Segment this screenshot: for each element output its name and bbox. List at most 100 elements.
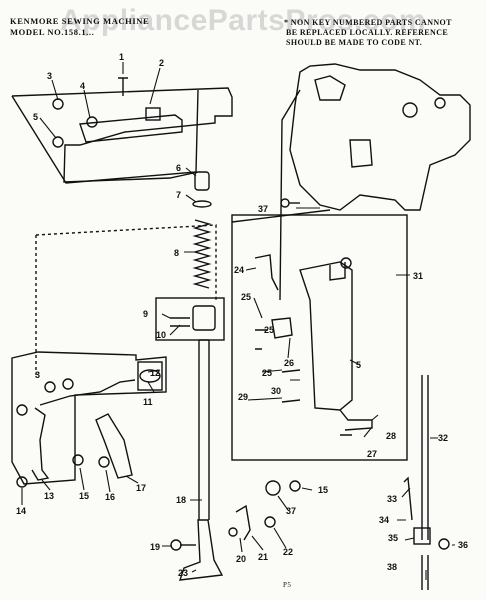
callout-14: 14 bbox=[16, 506, 26, 516]
part-1-screw bbox=[118, 77, 128, 96]
part-21-lever bbox=[235, 504, 251, 541]
callout-1: 1 bbox=[119, 52, 124, 62]
part-2-slide bbox=[79, 114, 183, 143]
callout-4: 4 bbox=[80, 81, 85, 91]
callout-5b: 5 bbox=[356, 360, 361, 370]
part-38-stud bbox=[421, 555, 429, 590]
note-line-3: SHOULD BE MADE TO CODE NT. bbox=[286, 38, 423, 47]
washer-left bbox=[16, 404, 28, 416]
part-2-knob bbox=[145, 107, 161, 121]
box-9 bbox=[155, 297, 225, 341]
callout-15b: 15 bbox=[318, 485, 328, 495]
part-3-washer-top bbox=[52, 98, 64, 110]
part-15-washer bbox=[72, 454, 84, 466]
part-5-washer bbox=[52, 136, 64, 148]
callout-22: 22 bbox=[283, 547, 293, 557]
dashed-connector-a bbox=[35, 224, 217, 300]
callout-20: 20 bbox=[236, 554, 246, 564]
callout-37: 37 bbox=[258, 204, 268, 214]
part-12-bushing bbox=[139, 369, 161, 383]
casting-detail-a bbox=[314, 75, 346, 101]
callout-2: 2 bbox=[159, 58, 164, 68]
callout-5: 5 bbox=[33, 112, 38, 122]
casting-hole bbox=[434, 97, 446, 109]
callout-11: 11 bbox=[143, 397, 153, 407]
callout-24: 24 bbox=[234, 265, 244, 275]
callout-25: 25 bbox=[241, 292, 251, 302]
part-16-washer bbox=[98, 456, 110, 468]
callout-3: 3 bbox=[47, 71, 52, 81]
page-mark: P5 bbox=[283, 581, 292, 589]
box-31-screws bbox=[255, 329, 352, 436]
part-19-head bbox=[170, 539, 182, 551]
title-line-1: KENMORE SEWING MACHINE bbox=[10, 16, 150, 26]
callout-6: 6 bbox=[176, 163, 181, 173]
part-13-lever bbox=[31, 407, 50, 481]
callout-28: 28 bbox=[386, 431, 396, 441]
callout-9: 9 bbox=[143, 309, 148, 319]
part-26-lever bbox=[271, 317, 293, 339]
part-23-presser-foot bbox=[178, 519, 224, 581]
callout-17: 17 bbox=[136, 483, 146, 493]
part-10-screws bbox=[170, 317, 190, 327]
callout-35: 35 bbox=[388, 533, 398, 543]
machine-casting bbox=[289, 63, 471, 211]
callout-36: 36 bbox=[458, 540, 468, 550]
part-18-needle-bar bbox=[198, 340, 210, 520]
callout-23: 23 bbox=[178, 568, 188, 578]
part-9-clamp bbox=[192, 305, 216, 331]
part-22-washer bbox=[264, 516, 276, 528]
part-7-washer bbox=[192, 200, 212, 208]
callout-15: 15 bbox=[79, 491, 89, 501]
box-31 bbox=[231, 214, 408, 461]
callout-31: 31 bbox=[413, 271, 423, 281]
callout-27: 27 bbox=[367, 449, 377, 459]
top-box bbox=[11, 89, 199, 184]
callout-30: 30 bbox=[271, 386, 281, 396]
callout-25b: 25 bbox=[264, 325, 274, 335]
part-8-spring bbox=[192, 219, 212, 289]
part-36-screw bbox=[438, 538, 450, 550]
callout-33: 33 bbox=[387, 494, 397, 504]
callout-34: 34 bbox=[379, 515, 389, 525]
part-20-screw bbox=[228, 527, 238, 537]
part-35-clamp bbox=[413, 527, 431, 545]
part-17-cam-lever bbox=[95, 413, 133, 479]
title-line-2: MODEL NO.158.1... bbox=[10, 27, 95, 37]
callout-labels: 1 2 3 4 5 6 7 8 9 10 11 12 13 14 15 16 1… bbox=[16, 52, 468, 578]
plate-tab bbox=[329, 262, 346, 281]
callout-16: 16 bbox=[105, 492, 115, 502]
callout-8: 8 bbox=[174, 248, 179, 258]
screw-37-top bbox=[280, 198, 290, 208]
leader-lines bbox=[21, 62, 455, 580]
presser-bar-plate bbox=[299, 261, 353, 411]
callout-19: 19 bbox=[150, 542, 160, 552]
part-6-bushing bbox=[194, 171, 210, 191]
part-15-washer-b bbox=[289, 480, 301, 492]
callout-13: 13 bbox=[44, 491, 54, 501]
callout-3b: 3 bbox=[35, 370, 40, 380]
callout-12: 12 bbox=[150, 368, 160, 378]
callout-37b: 37 bbox=[286, 506, 296, 516]
plate-screw-head bbox=[340, 257, 352, 269]
part-34-spring-arm bbox=[403, 476, 413, 521]
note-line-1: * NON KEY NUMBERED PARTS CANNOT bbox=[284, 18, 452, 27]
guide-line-b bbox=[231, 209, 331, 223]
callout-32: 32 bbox=[438, 433, 448, 443]
note-line-2: BE REPLACED LOCALLY. REFERENCE bbox=[286, 28, 449, 37]
casting-detail-b bbox=[349, 139, 373, 168]
part-4-washer bbox=[86, 116, 98, 128]
callout-26: 26 bbox=[284, 358, 294, 368]
part-24-bracket bbox=[254, 254, 279, 291]
part-32-rod bbox=[421, 375, 429, 540]
part-37-screw-head bbox=[265, 480, 281, 496]
callout-38: 38 bbox=[387, 562, 397, 572]
box-12 bbox=[137, 361, 163, 391]
box-11-13 bbox=[11, 351, 167, 485]
washer-3a bbox=[44, 381, 56, 393]
callout-18: 18 bbox=[176, 495, 186, 505]
part-28-bracket bbox=[339, 409, 373, 431]
callout-29: 29 bbox=[238, 392, 248, 402]
dashed-frame-top bbox=[11, 87, 233, 183]
